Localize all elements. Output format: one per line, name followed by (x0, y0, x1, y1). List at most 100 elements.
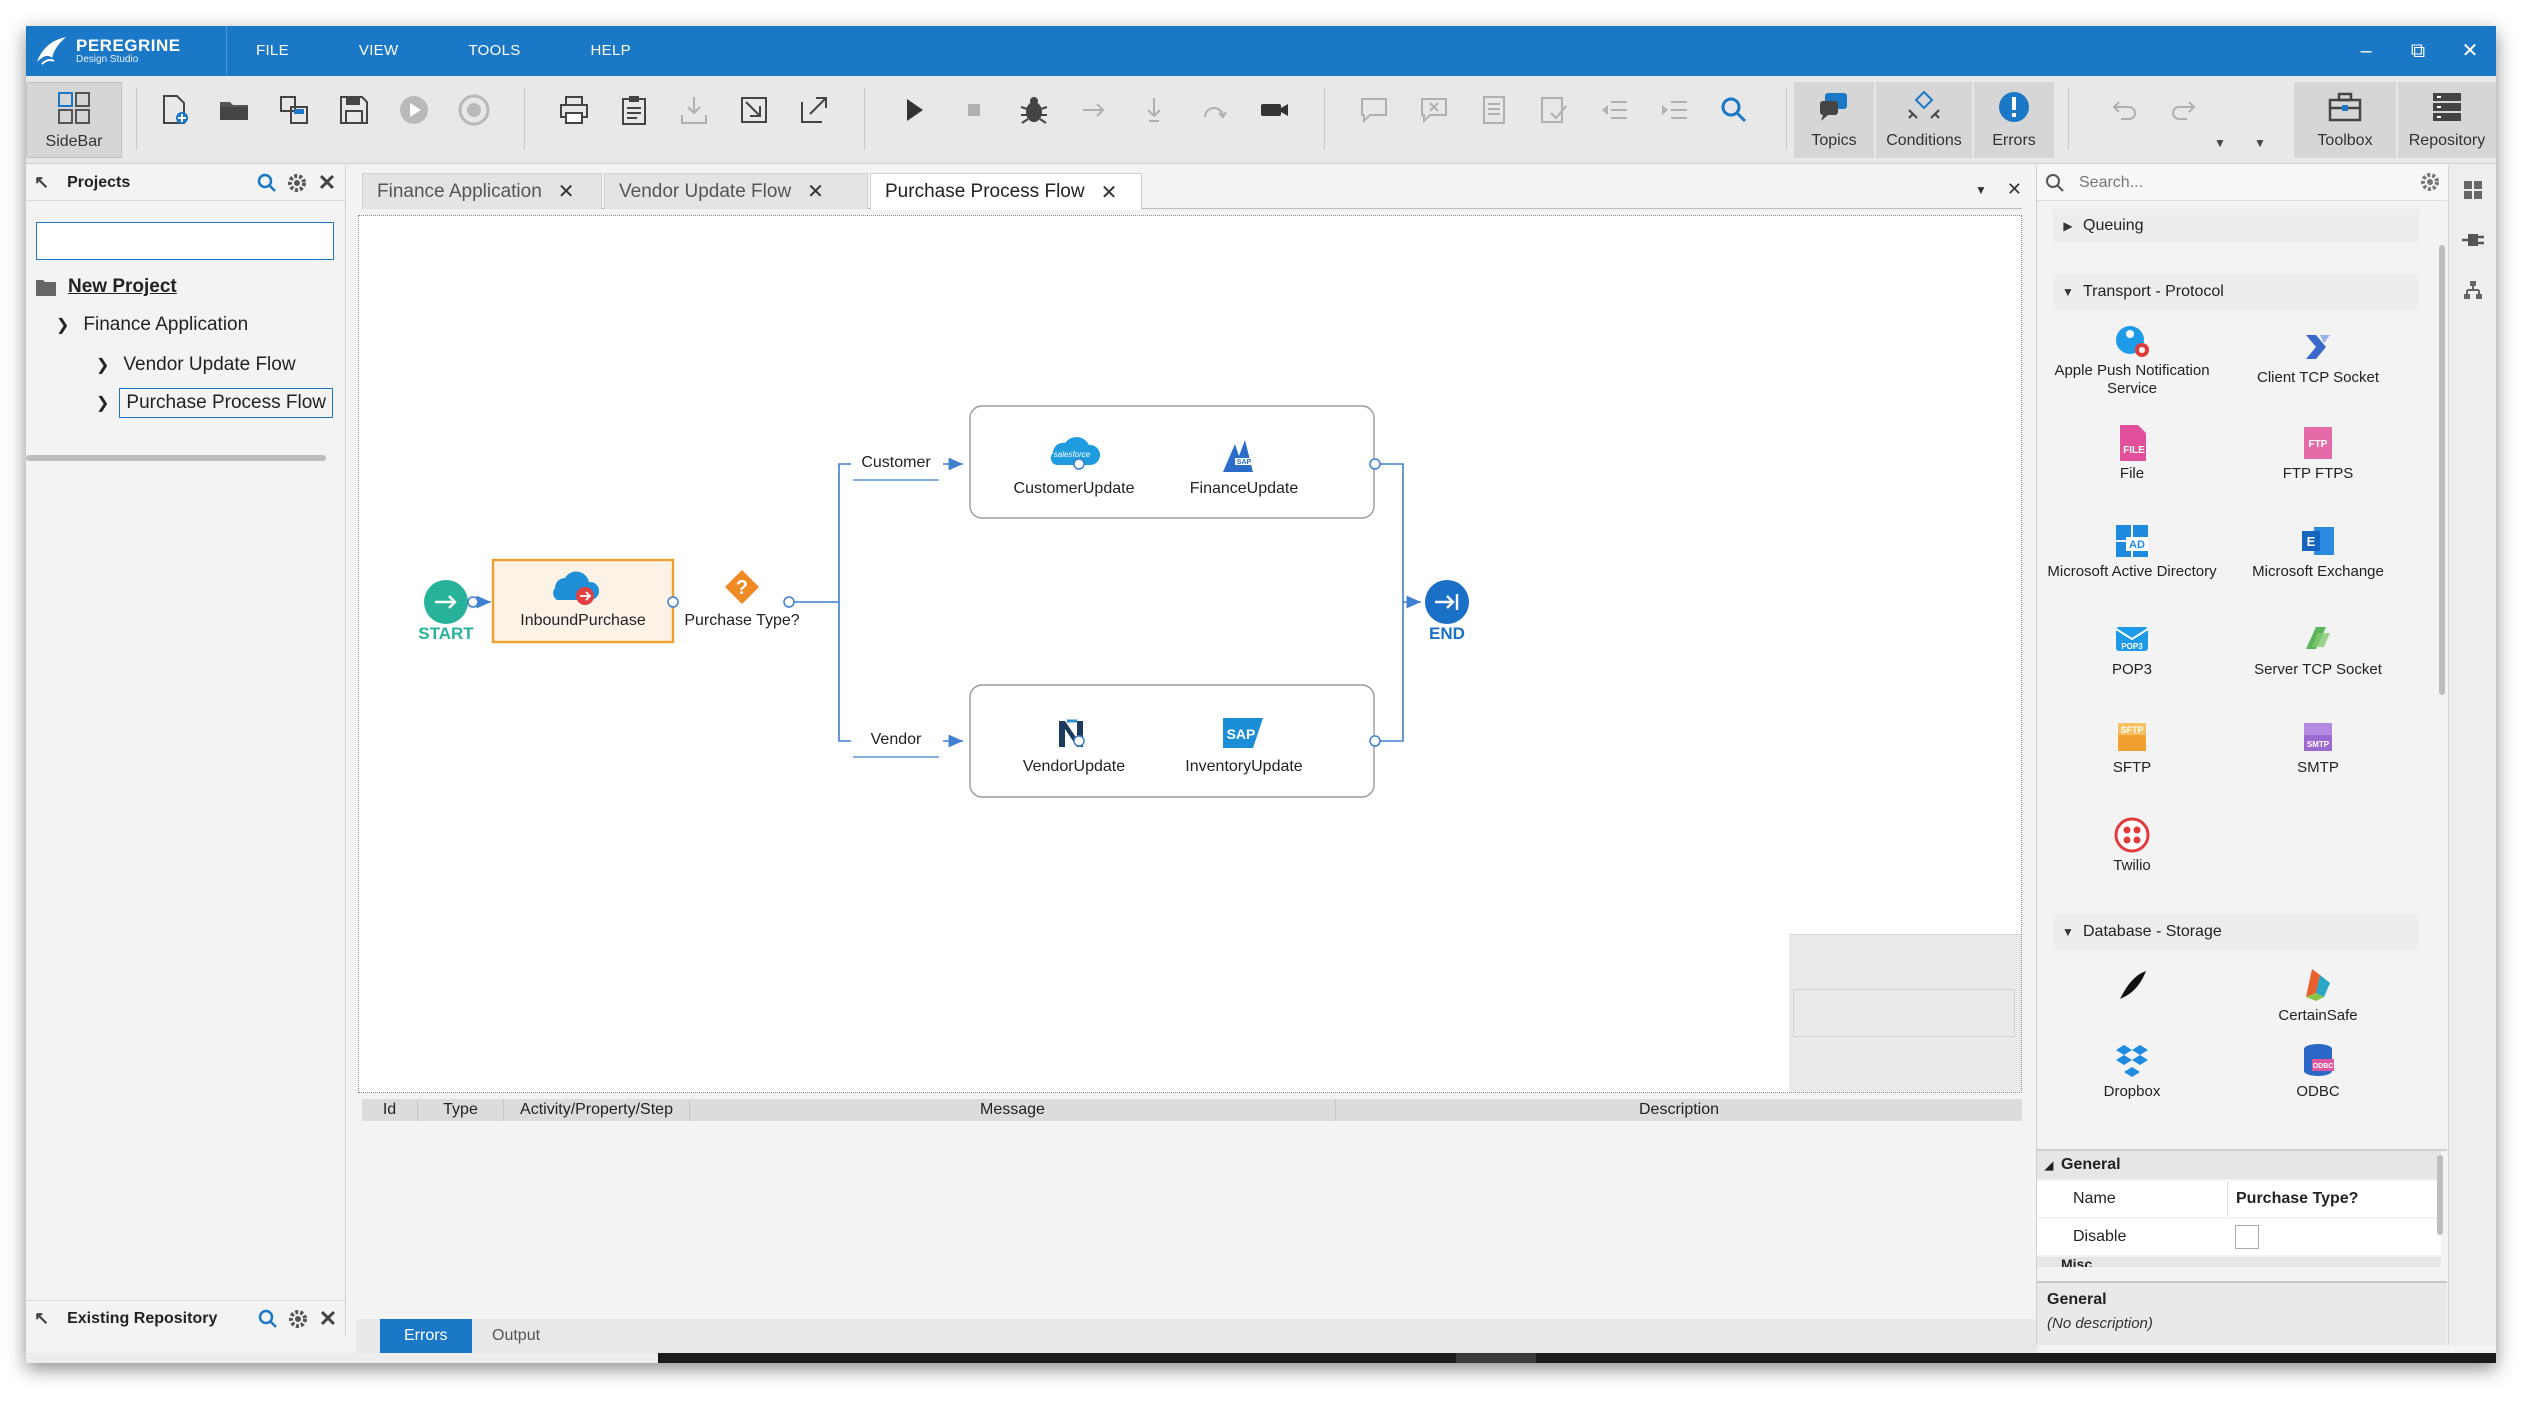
new-file-button[interactable] (152, 88, 196, 132)
open-folder-button[interactable] (212, 88, 256, 132)
gear-icon[interactable] (285, 171, 309, 195)
toolbox-item-server-tcp[interactable]: Server TCP Socket (2223, 619, 2413, 679)
column-type[interactable]: Type (418, 1099, 504, 1121)
toolbox-item-smtp[interactable]: SMTP SMTP (2223, 717, 2413, 777)
stop-run-button[interactable] (452, 88, 496, 132)
step-out-button[interactable] (1192, 88, 1236, 132)
import-button[interactable] (672, 88, 716, 132)
export-out-button[interactable] (792, 88, 836, 132)
flow-canvas[interactable]: ? salesforce SAP (358, 215, 2022, 1093)
debug-button[interactable] (1012, 88, 1056, 132)
tab-errors[interactable]: Errors (380, 1319, 472, 1353)
clipboard-button[interactable] (612, 88, 656, 132)
toolbox-item-active-directory[interactable]: AD Microsoft Active Directory (2037, 521, 2227, 581)
toolbox-item-apple-push[interactable]: Apple Push Notification Service (2037, 320, 2227, 398)
gear-icon[interactable] (2419, 171, 2441, 198)
column-description[interactable]: Description (1638, 1101, 1720, 1118)
debug-stop-button[interactable] (952, 88, 996, 132)
properties-section-general[interactable]: ◢ General (2037, 1151, 2441, 1179)
tab-list-dropdown-icon[interactable]: ▼ (1975, 183, 1987, 197)
section-transport-protocol[interactable]: ▼ Transport - Protocol (2053, 275, 2419, 309)
toolbox-search-input[interactable] (2079, 173, 2399, 192)
comment-button[interactable] (1352, 88, 1396, 132)
run-button[interactable] (392, 88, 436, 132)
undo-dropdown-icon[interactable]: ▼ (2214, 136, 2226, 150)
menu-file[interactable]: FILE (256, 42, 289, 59)
properties-section-misc[interactable]: Misc (2037, 1257, 2441, 1267)
toolbox-item-exchange[interactable]: E Microsoft Exchange (2223, 521, 2413, 581)
minimap[interactable] (1789, 934, 2021, 1092)
customer-update-node[interactable]: salesforce (1050, 437, 1101, 470)
tab-finance-application[interactable]: Finance Application✕ (362, 173, 602, 209)
column-activity[interactable]: Activity/Property/Step (504, 1099, 690, 1121)
horizontal-scrollbar[interactable] (26, 455, 326, 461)
tree-item-vendor-update-flow[interactable]: ❯ Vendor Update Flow (96, 347, 296, 383)
validate-button[interactable] (1532, 88, 1576, 132)
end-node[interactable] (1425, 580, 1469, 624)
notes-button[interactable] (1472, 88, 1516, 132)
customer-branch-container[interactable] (969, 405, 1375, 519)
toolbox-item-file[interactable]: FILE File (2037, 423, 2227, 483)
section-database-storage[interactable]: ▼ Database - Storage (2053, 915, 2419, 949)
toolbox-item-certainsafe[interactable]: CertainSafe (2223, 965, 2413, 1025)
gear-icon[interactable] (286, 1307, 310, 1331)
toolbox-scrollbar[interactable] (2439, 245, 2445, 695)
toolbox-item-client-tcp[interactable]: Client TCP Socket (2223, 327, 2413, 387)
close-icon[interactable]: ✕ (557, 181, 575, 203)
toolbox-item-sftp[interactable]: SFTP SFTP (2037, 717, 2227, 777)
disable-checkbox[interactable] (2235, 1225, 2259, 1249)
search-icon[interactable] (255, 171, 279, 195)
minimap-viewport[interactable] (1793, 989, 2015, 1037)
toolbox-item-odbc[interactable]: ODBC ODBC (2223, 1041, 2413, 1101)
pin-icon[interactable]: ↖ (34, 172, 50, 192)
find-button[interactable] (1712, 88, 1756, 132)
branch-customer-label[interactable]: Customer (861, 454, 931, 471)
pin-icon[interactable]: ↖ (34, 1308, 50, 1328)
chevron-right-icon[interactable]: ❯ (96, 357, 110, 374)
sidebar-button[interactable]: SideBar (26, 82, 122, 158)
column-id[interactable]: Id (362, 1099, 418, 1121)
errors-button[interactable]: Errors (1974, 82, 2054, 158)
indent-button[interactable] (1652, 88, 1696, 132)
outdent-button[interactable] (1592, 88, 1636, 132)
close-icon[interactable]: ✕ (317, 170, 337, 195)
restore-icon[interactable]: ⧉ (2410, 40, 2426, 62)
conditions-button[interactable]: Conditions (1876, 82, 1972, 158)
step-into-button[interactable] (1132, 88, 1176, 132)
toolbox-item-dropbox[interactable]: Dropbox (2037, 1041, 2227, 1101)
minimize-icon[interactable]: – (2360, 40, 2372, 62)
vendor-update-node[interactable] (1057, 719, 1089, 749)
chevron-right-icon[interactable]: ❯ (96, 395, 110, 412)
toolbox-button[interactable]: Toolbox (2294, 82, 2396, 158)
tab-vendor-update-flow[interactable]: Vendor Update Flow✕ (604, 173, 868, 209)
start-node[interactable] (424, 580, 479, 624)
delete-comment-button[interactable] (1412, 88, 1456, 132)
save-button[interactable] (332, 88, 376, 132)
close-icon[interactable]: ✕ (807, 181, 824, 203)
undo-button[interactable] (2102, 88, 2146, 132)
repository-button[interactable]: Repository (2398, 82, 2496, 158)
step-over-button[interactable] (1072, 88, 1116, 132)
inventory-update-node[interactable]: SAP (1223, 718, 1381, 748)
plug-icon[interactable] (2449, 215, 2496, 265)
close-icon[interactable]: ✕ (1100, 181, 1118, 204)
toolbar-overflow-icon[interactable]: ▼ (2254, 136, 2266, 150)
grid-view-icon[interactable] (2449, 165, 2496, 215)
close-icon[interactable]: ✕ (318, 1306, 338, 1331)
hierarchy-icon[interactable] (2449, 265, 2496, 315)
projects-search-input[interactable] (36, 222, 334, 260)
export-in-button[interactable] (732, 88, 776, 132)
save-all-button[interactable] (272, 88, 316, 132)
debug-run-button[interactable] (892, 88, 936, 132)
tree-item-finance-application[interactable]: ❯ Finance Application (56, 307, 248, 343)
toolbox-item-twilio[interactable]: Twilio (2037, 815, 2227, 875)
inbound-purchase-node[interactable] (491, 558, 679, 644)
print-button[interactable] (552, 88, 596, 132)
tree-item-new-project[interactable]: New Project (36, 269, 177, 305)
section-queuing[interactable]: ▶ Queuing (2053, 209, 2419, 243)
column-message[interactable]: Message (690, 1099, 1336, 1121)
menu-tools[interactable]: TOOLS (468, 42, 521, 59)
toolbox-item-pop3[interactable]: POP3 POP3 (2037, 619, 2227, 679)
topics-button[interactable]: Topics (1794, 82, 1874, 158)
menu-help[interactable]: HELP (590, 42, 631, 59)
